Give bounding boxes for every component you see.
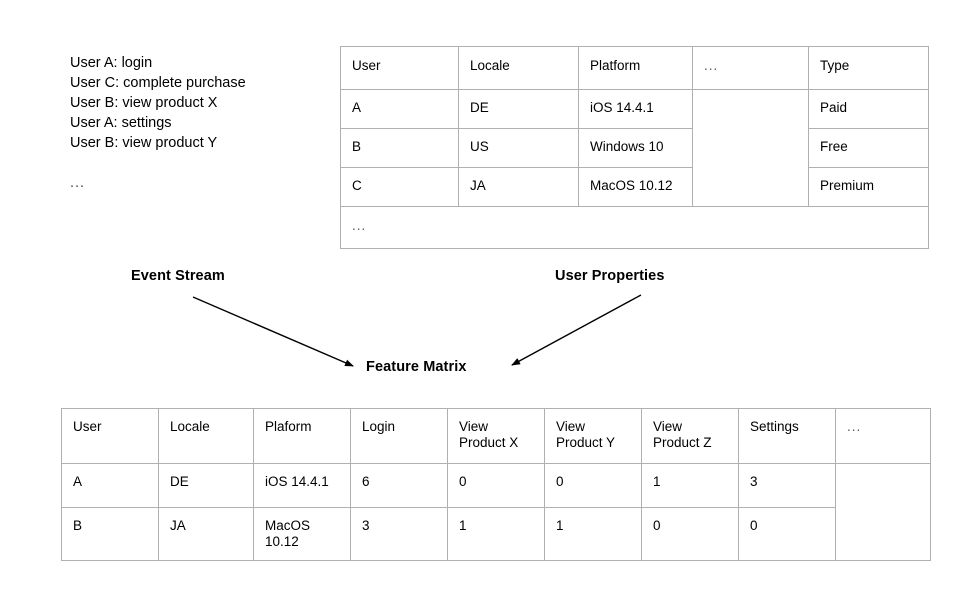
cell-platform: MacOS 10.12	[253, 507, 351, 561]
cell-view-product-x: 0	[447, 463, 545, 508]
column-header-view-product-x: View Product X	[447, 408, 545, 464]
column-header-settings: Settings	[738, 408, 836, 464]
header-line-1: View	[556, 419, 586, 434]
event-log-line: User A: settings	[70, 115, 172, 131]
arrow-event-stream-to-feature-matrix	[192, 296, 354, 367]
table-row: B US Windows 10 Free	[340, 128, 929, 168]
header-line-2: Product Z	[653, 435, 712, 450]
label-feature-matrix: Feature Matrix	[366, 359, 467, 375]
cell-settings: 0	[738, 507, 836, 561]
table-row: B JA MacOS 10.12 3 1 1 0 0	[61, 507, 931, 561]
header-line-1: View	[459, 419, 489, 434]
table-row: A DE iOS 14.4.1 6 0 0 1 3	[61, 463, 931, 561]
table-header-row: User Locale Platform ... Type	[340, 46, 929, 90]
cell-table-ellipsis: ...	[340, 206, 929, 249]
cell-login: 3	[350, 507, 448, 561]
column-header-user: User	[340, 46, 459, 90]
header-line-2: Product X	[459, 435, 519, 450]
column-header-login: Login	[350, 408, 448, 464]
cell-ellipsis-merged	[692, 89, 809, 207]
table-row-ellipsis: ...	[340, 206, 929, 249]
event-stream-log: User A: login User C: complete purchase …	[70, 53, 330, 193]
cell-view-product-z: 0	[641, 507, 739, 561]
cell-type: Premium	[808, 167, 929, 207]
arrow-user-properties-to-feature-matrix	[511, 294, 642, 366]
event-log-line: User B: view product X	[70, 95, 218, 111]
column-header-view-product-z: View Product Z	[641, 408, 739, 464]
column-header-ellipsis: ...	[835, 408, 931, 464]
column-header-ellipsis: ...	[692, 46, 809, 90]
cell-locale: US	[458, 128, 579, 168]
column-header-locale: Locale	[458, 46, 579, 90]
cell-user: A	[61, 463, 159, 508]
label-user-properties: User Properties	[555, 268, 665, 284]
cell-user: C	[340, 167, 459, 207]
cell-user: B	[340, 128, 459, 168]
cell-user: A	[340, 89, 459, 129]
cell-locale: DE	[158, 463, 254, 508]
feature-matrix-table: User Locale Plaform Login View Product X…	[61, 408, 931, 561]
column-header-user: User	[61, 408, 159, 464]
cell-platform: MacOS 10.12	[578, 167, 693, 207]
column-header-locale: Locale	[158, 408, 254, 464]
cell-locale: JA	[458, 167, 579, 207]
column-header-type: Type	[808, 46, 929, 90]
cell-type: Paid	[808, 89, 929, 129]
cell-login: 6	[350, 463, 448, 508]
cell-platform: Windows 10	[578, 128, 693, 168]
cell-view-product-y: 1	[544, 507, 642, 561]
event-log-line: User A: login	[70, 55, 153, 71]
cell-user: B	[61, 507, 159, 561]
column-header-platform: Plaform	[253, 408, 351, 464]
cell-platform: iOS 14.4.1	[253, 463, 351, 508]
column-header-platform: Platform	[578, 46, 693, 90]
event-log-ellipsis: ...	[70, 175, 86, 191]
cell-locale: JA	[158, 507, 254, 561]
cell-ellipsis-merged	[835, 463, 931, 561]
table-row: A DE iOS 14.4.1 Paid	[340, 89, 929, 207]
cell-view-product-y: 0	[544, 463, 642, 508]
event-log-line: User C: complete purchase	[70, 75, 246, 91]
cell-locale: DE	[458, 89, 579, 129]
header-line-1: View	[653, 419, 683, 434]
cell-type: Free	[808, 128, 929, 168]
cell-platform: iOS 14.4.1	[578, 89, 693, 129]
cell-settings: 3	[738, 463, 836, 508]
table-row: C JA MacOS 10.12 Premium	[340, 167, 929, 207]
user-properties-table: User Locale Platform ... Type A DE iOS 1…	[340, 46, 929, 249]
label-event-stream: Event Stream	[131, 268, 225, 284]
cell-view-product-x: 1	[447, 507, 545, 561]
table-header-row: User Locale Plaform Login View Product X…	[61, 408, 931, 464]
column-header-view-product-y: View Product Y	[544, 408, 642, 464]
event-log-line: User B: view product Y	[70, 135, 218, 151]
header-line-2: Product Y	[556, 435, 616, 450]
cell-view-product-z: 1	[641, 463, 739, 508]
